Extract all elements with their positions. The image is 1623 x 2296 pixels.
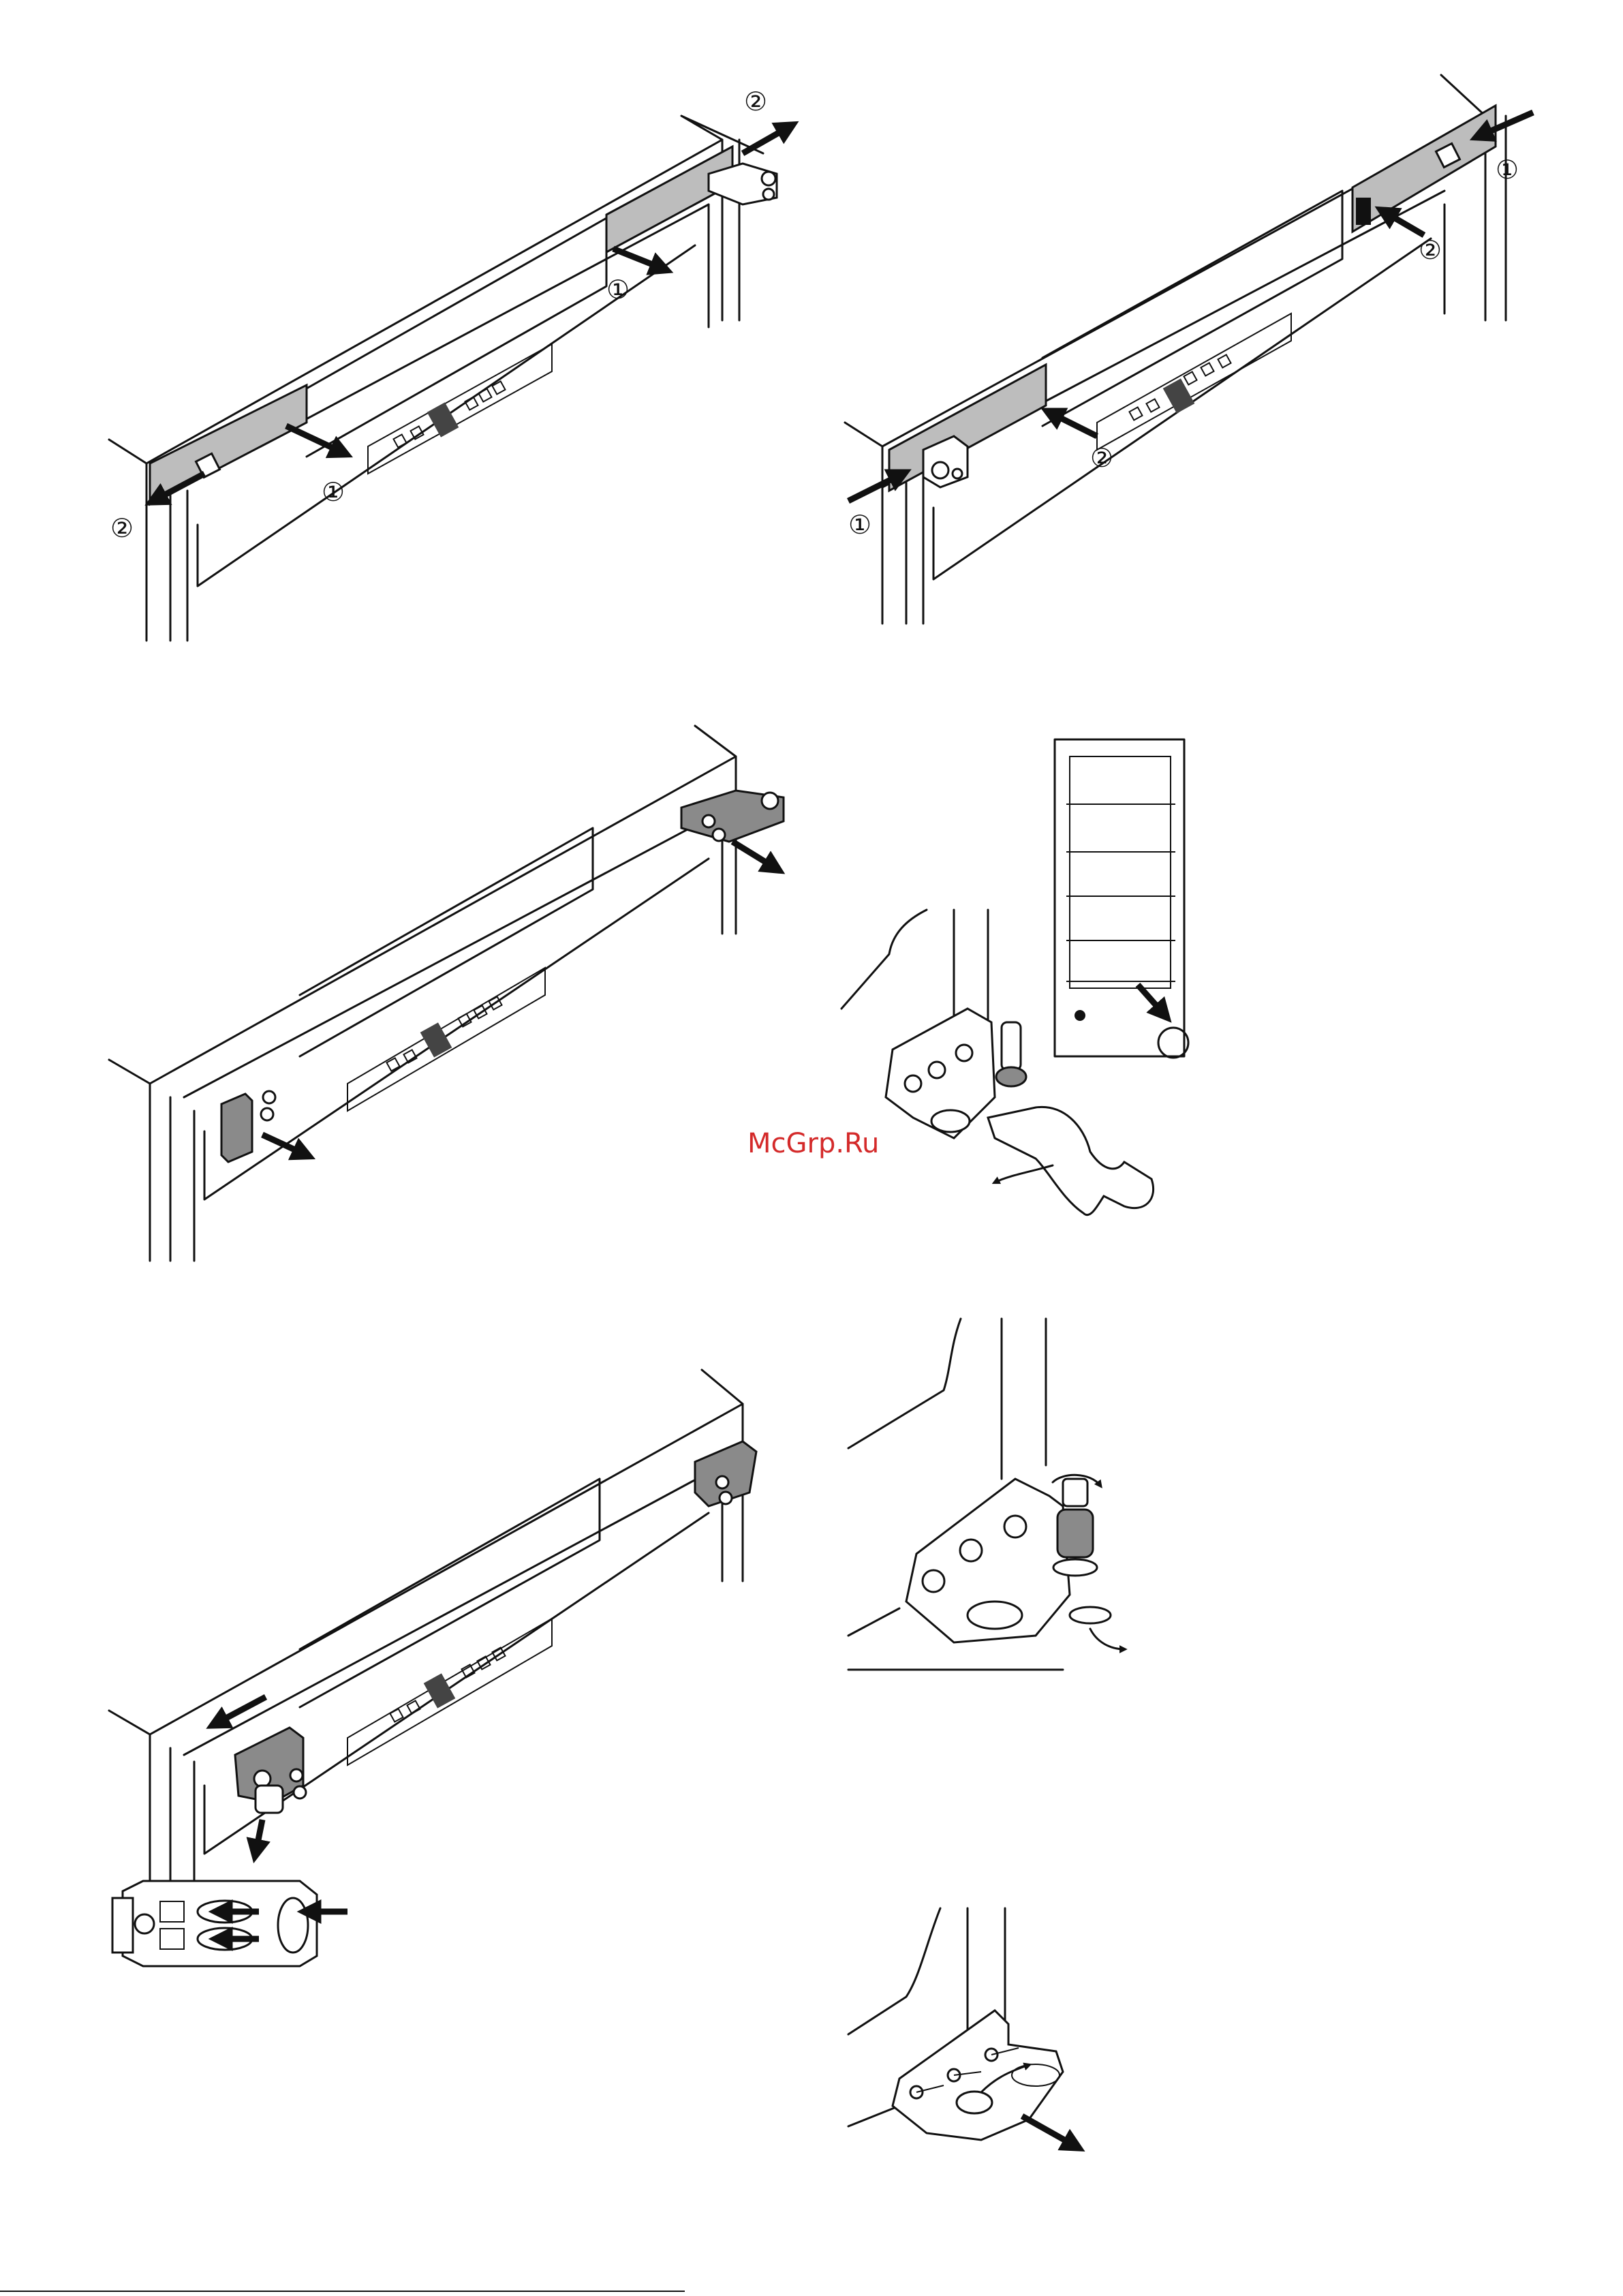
fridge-overview xyxy=(1055,739,1184,1056)
callout-fig1-2-top: ② xyxy=(744,87,767,117)
figure-1: ② ① ① ② xyxy=(109,87,790,641)
callout-fig1-1-left: ① xyxy=(322,477,345,507)
callout-fig2-1-left: ① xyxy=(848,510,871,540)
wrench xyxy=(988,1107,1154,1214)
callout-fig2-2-mid: ② xyxy=(1090,443,1113,473)
hinge-bracket-bottom xyxy=(893,2010,1063,2140)
figure-6 xyxy=(848,1319,1124,1670)
callout-fig1-1-right: ① xyxy=(606,275,630,305)
figure-2: ① ② ② ① xyxy=(845,75,1533,624)
figure-7 xyxy=(848,1908,1077,2147)
figure-5 xyxy=(109,1370,756,1966)
callout-fig2-2-right: ② xyxy=(1419,235,1442,265)
watermark-text: McGrp.Ru xyxy=(747,1128,879,1159)
callout-fig1-2-left: ② xyxy=(110,513,134,543)
figure-3 xyxy=(109,726,784,1261)
cover-panel-right xyxy=(606,147,732,252)
cover-panel-left xyxy=(150,385,307,504)
figure-4 xyxy=(841,739,1188,1215)
callout-fig2-1-right: ① xyxy=(1496,155,1519,185)
